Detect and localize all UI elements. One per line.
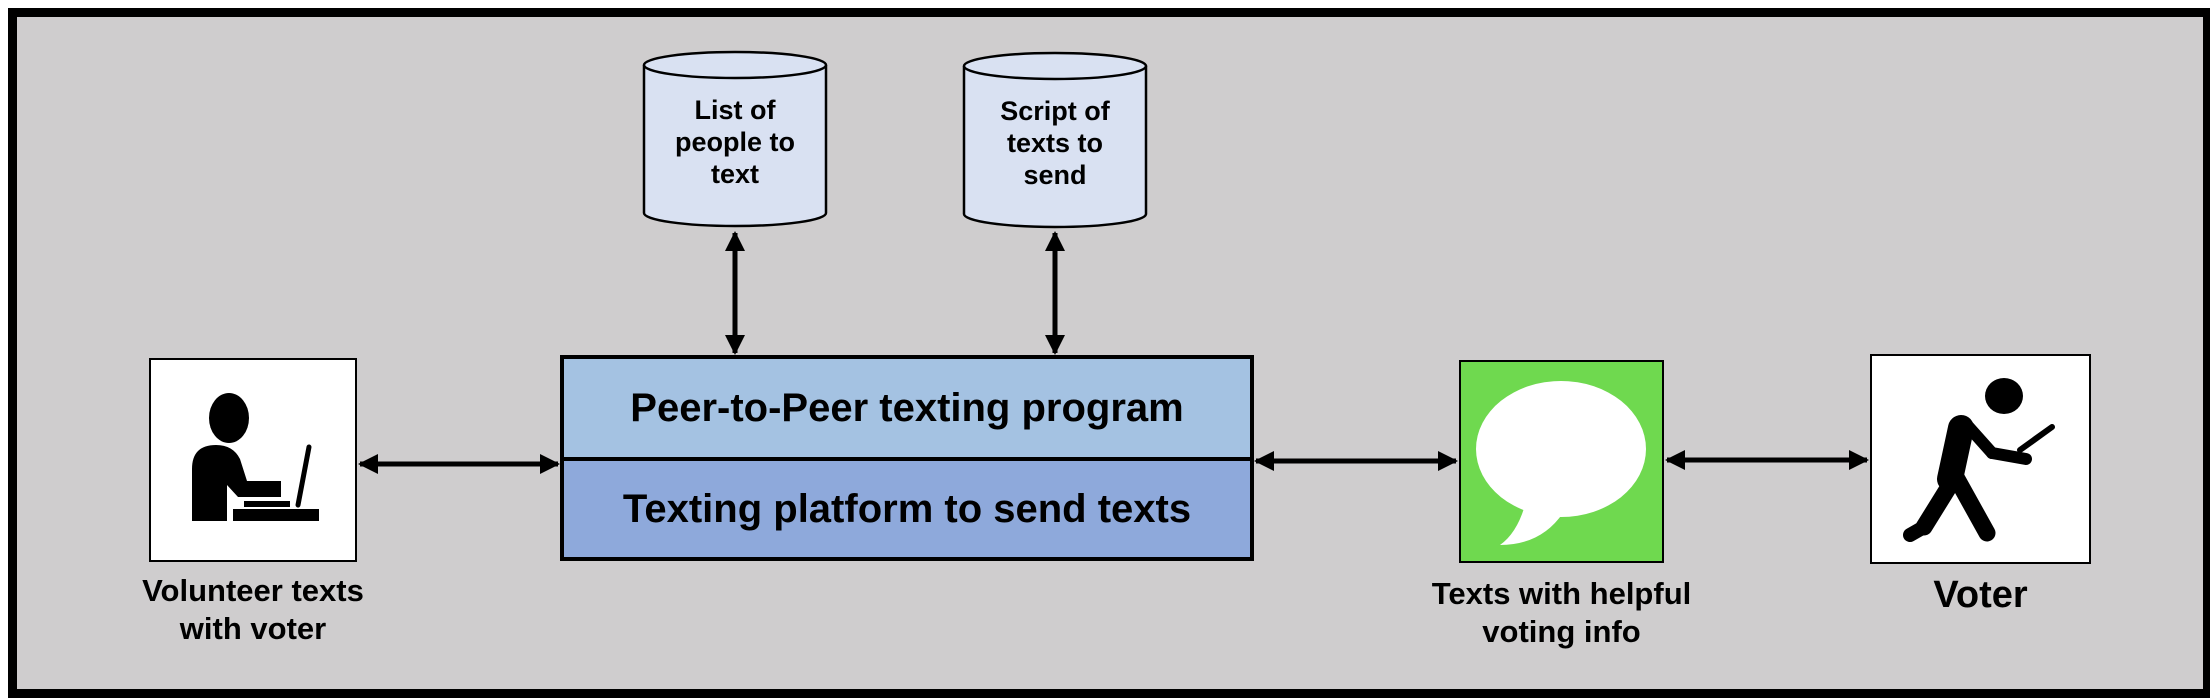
messages-box xyxy=(1459,360,1664,563)
people-list-label: List of people to text xyxy=(675,95,795,189)
voter-label: Voter xyxy=(1933,574,2028,616)
diagram-frame: List of people to text Script of texts t… xyxy=(8,8,2210,698)
voter-box xyxy=(1870,354,2091,564)
program-bottom-label: Texting platform to send texts xyxy=(622,487,1192,531)
messages-label: Texts with helpful voting info xyxy=(1431,576,1692,649)
volunteer-box xyxy=(149,358,357,562)
diagram-canvas xyxy=(149,50,2091,564)
program-box xyxy=(560,355,1254,561)
person-at-laptop-icon xyxy=(192,393,319,521)
script-cylinder xyxy=(962,51,1148,229)
volunteer-label: Volunteer texts with voter xyxy=(142,573,364,646)
program-top-label: Peer-to-Peer texting program xyxy=(630,386,1184,430)
people-list-cylinder xyxy=(642,50,828,228)
person-walking-with-phone-icon xyxy=(1903,378,2055,542)
script-label: Script of texts to send xyxy=(1000,96,1110,190)
speech-bubble-icon xyxy=(1476,381,1646,545)
